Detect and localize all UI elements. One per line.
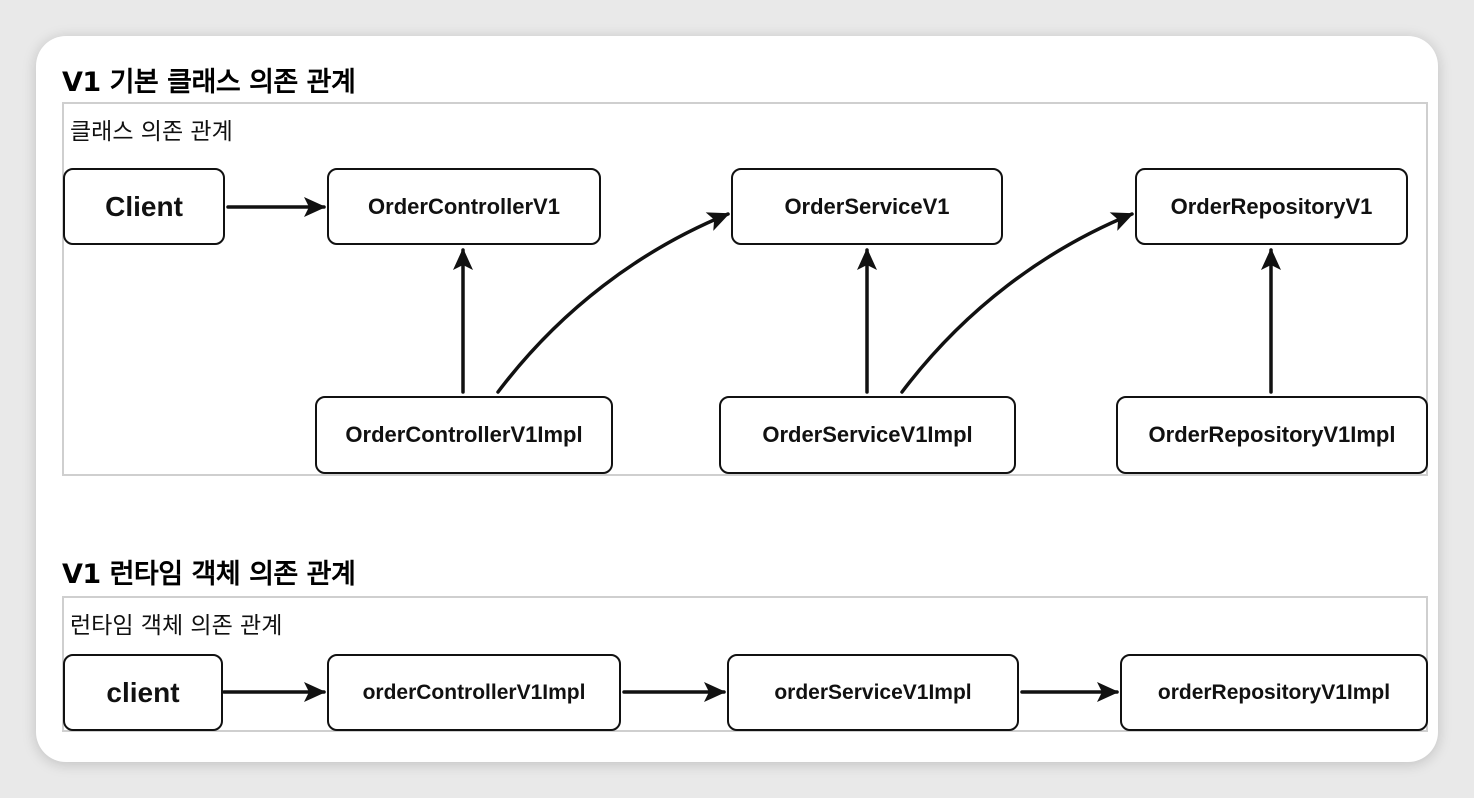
node-runtime-order-service-v1-impl: orderServiceV1Impl (727, 654, 1019, 731)
node-runtime-order-controller-v1-impl: orderControllerV1Impl (327, 654, 621, 731)
node-order-repository-v1-impl: OrderRepositoryV1Impl (1116, 396, 1428, 474)
node-order-service-v1: OrderServiceV1 (731, 168, 1003, 245)
node-runtime-order-repository-v1-impl: orderRepositoryV1Impl (1120, 654, 1428, 731)
node-order-controller-v1: OrderControllerV1 (327, 168, 601, 245)
node-client: Client (63, 168, 225, 245)
runtime-diagram-heading: V1 런타임 객체 의존 관계 (62, 559, 356, 590)
class-diagram-heading: V1 기본 클래스 의존 관계 (62, 67, 356, 98)
node-order-service-v1-impl: OrderServiceV1Impl (719, 396, 1016, 474)
node-order-repository-v1: OrderRepositoryV1 (1135, 168, 1408, 245)
node-order-controller-v1-impl: OrderControllerV1Impl (315, 396, 613, 474)
class-diagram-frame-label: 클래스 의존 관계 (70, 119, 233, 145)
node-runtime-client: client (63, 654, 223, 731)
runtime-diagram-frame-label: 런타임 객체 의존 관계 (70, 613, 283, 639)
